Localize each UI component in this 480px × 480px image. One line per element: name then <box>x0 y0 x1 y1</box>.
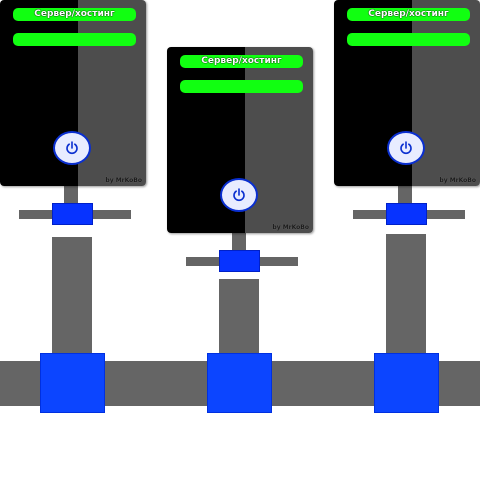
vertical-pipe-right <box>386 234 426 363</box>
server-title: Сервер/хостинг <box>347 8 470 21</box>
server-left: Сервер/хостинг by MrKoBo <box>0 0 146 186</box>
status-bar <box>180 80 303 93</box>
valve-left[interactable] <box>52 203 93 225</box>
power-button[interactable] <box>220 178 258 212</box>
server-light-panel <box>245 47 313 233</box>
stem-right <box>398 185 412 205</box>
credit-text: by MrKoBo <box>105 177 142 184</box>
credit-text: by MrKoBo <box>439 177 476 184</box>
credit-text: by MrKoBo <box>272 224 309 231</box>
power-icon <box>66 141 78 155</box>
vertical-pipe-left <box>52 237 92 363</box>
server-center: Сервер/хостинг by MrKoBo <box>167 47 313 233</box>
status-bar <box>347 33 470 46</box>
coupling-left <box>40 353 105 413</box>
stem-left <box>64 185 78 205</box>
vertical-pipe-center <box>219 279 259 363</box>
stem-center <box>232 232 246 252</box>
coupling-center <box>207 353 272 413</box>
valve-center[interactable] <box>219 250 260 272</box>
power-icon <box>233 188 245 202</box>
server-title: Сервер/хостинг <box>13 8 136 21</box>
valve-right[interactable] <box>386 203 427 225</box>
power-icon <box>400 141 412 155</box>
coupling-right <box>374 353 439 413</box>
status-bar <box>13 33 136 46</box>
server-right: Сервер/хостинг by MrKoBo <box>334 0 480 186</box>
power-button[interactable] <box>53 131 91 165</box>
server-title: Сервер/хостинг <box>180 55 303 68</box>
server-light-panel <box>78 0 146 186</box>
power-button[interactable] <box>387 131 425 165</box>
server-light-panel <box>412 0 480 186</box>
